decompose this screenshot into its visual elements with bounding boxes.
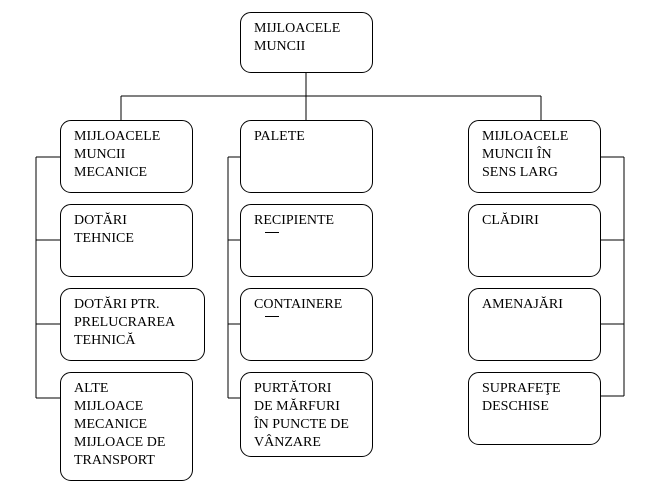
root-box: MIJLOACELE MUNCII bbox=[240, 12, 373, 73]
box-label: DOTĂRI TEHNICE bbox=[74, 213, 134, 246]
col3-box-1: MIJLOACELE MUNCII ÎN SENS LARG bbox=[468, 120, 601, 193]
box-label: MIJLOACELE MUNCII ÎN SENS LARG bbox=[482, 129, 569, 180]
box-label: PURTĂTORI DE MĂRFURI ÎN PUNCTE DE VÂNZAR… bbox=[254, 381, 349, 450]
box-label: AMENAJĂRI bbox=[482, 297, 563, 312]
col2-box-3: CONTAINERE bbox=[240, 288, 373, 361]
box-label: SUPRAFEŢE DESCHISE bbox=[482, 381, 561, 414]
root-label: MIJLOACELE MUNCII bbox=[254, 21, 341, 54]
dash-mark bbox=[265, 316, 279, 317]
col3-box-4: SUPRAFEŢE DESCHISE bbox=[468, 372, 601, 445]
col1-box-2: DOTĂRI TEHNICE bbox=[60, 204, 193, 277]
col1-box-3: DOTĂRI PTR. PRELUCRAREA TEHNICĂ bbox=[60, 288, 205, 361]
box-label: ALTE MIJLOACE MECANICE MIJLOACE DE TRANS… bbox=[74, 381, 166, 468]
col2-box-2: RECIPIENTE bbox=[240, 204, 373, 277]
box-label: CLĂDIRI bbox=[482, 213, 539, 228]
box-label: DOTĂRI PTR. PRELUCRAREA TEHNICĂ bbox=[74, 297, 176, 348]
box-label: MIJLOACELE MUNCII MECANICE bbox=[74, 129, 161, 180]
box-label: CONTAINERE bbox=[254, 297, 343, 312]
col2-box-4: PURTĂTORI DE MĂRFURI ÎN PUNCTE DE VÂNZAR… bbox=[240, 372, 373, 457]
col1-box-4: ALTE MIJLOACE MECANICE MIJLOACE DE TRANS… bbox=[60, 372, 193, 481]
box-label: RECIPIENTE bbox=[254, 213, 335, 228]
col3-box-3: AMENAJĂRI bbox=[468, 288, 601, 361]
dash-mark bbox=[265, 232, 279, 233]
col2-box-1: PALETE bbox=[240, 120, 373, 193]
col3-box-2: CLĂDIRI bbox=[468, 204, 601, 277]
box-label: PALETE bbox=[254, 129, 305, 144]
col1-box-1: MIJLOACELE MUNCII MECANICE bbox=[60, 120, 193, 193]
